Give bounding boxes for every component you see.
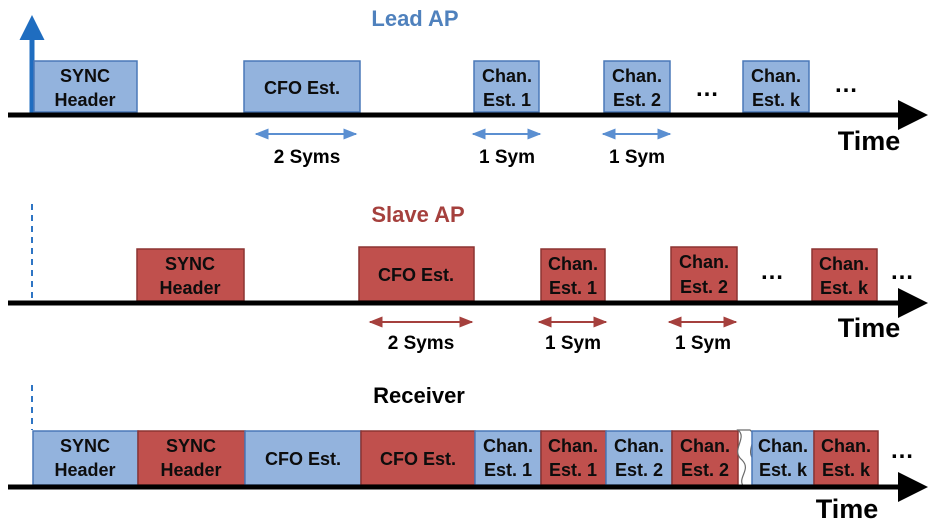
svg-text:SYNC: SYNC [166, 436, 216, 456]
lead-ap-sync-header-block: SYNC Header [33, 60, 138, 113]
svg-text:Est. 1: Est. 1 [483, 90, 531, 110]
lead-ap-chan-est-1-block: Chan. Est. 1 [473, 60, 540, 113]
svg-text:Chan.: Chan. [821, 436, 871, 456]
receiver-sync-header-lead-block: SYNC Header [32, 430, 139, 486]
receiver-title: Receiver [373, 383, 465, 408]
receiver-chan-est-1-lead-block: Chan. Est. 1 [474, 430, 542, 486]
svg-text:Est. k: Est. k [759, 460, 808, 480]
svg-text:Chan.: Chan. [548, 436, 598, 456]
svg-text:CFO Est.: CFO Est. [380, 449, 456, 469]
svg-text:Chan.: Chan. [679, 252, 729, 272]
svg-text:CFO Est.: CFO Est. [378, 265, 454, 285]
svg-text:Chan.: Chan. [483, 436, 533, 456]
receiver-chan-est-1-slave-block: Chan. Est. 1 [540, 430, 607, 486]
slave-ap-chan-est-1-block: Chan. Est. 1 [540, 248, 606, 302]
svg-text:SYNC: SYNC [60, 436, 110, 456]
slave-ap-chan-est-k-block: Chan. Est. k [811, 248, 878, 302]
lead-ap-ellipsis-1: … [695, 75, 719, 102]
svg-text:Chan.: Chan. [751, 66, 801, 86]
svg-text:Chan.: Chan. [482, 66, 532, 86]
slave-ap-ellipsis-1: … [760, 258, 784, 285]
svg-text:Header: Header [159, 278, 220, 298]
svg-text:CFO Est.: CFO Est. [265, 449, 341, 469]
lead-ap-chan-est-2-block: Chan. Est. 2 [603, 60, 671, 113]
svg-text:Chan.: Chan. [612, 66, 662, 86]
lead-ap-duration-label-chan1: 1 Sym [479, 147, 535, 168]
slave-ap-cfo-est-block: CFO Est. [358, 246, 475, 302]
receiver-chan-est-k-slave-block: Chan. Est. k [813, 430, 879, 486]
lead-ap-duration-label-cfo: 2 Syms [274, 147, 341, 168]
svg-text:Chan.: Chan. [548, 254, 598, 274]
svg-text:Est. 2: Est. 2 [680, 277, 728, 297]
svg-text:SYNC: SYNC [60, 66, 110, 86]
svg-text:CFO Est.: CFO Est. [264, 78, 340, 98]
svg-text:Est. 1: Est. 1 [549, 278, 597, 298]
svg-text:Chan.: Chan. [680, 436, 730, 456]
svg-text:Est. 1: Est. 1 [484, 460, 532, 480]
svg-text:Est. 1: Est. 1 [549, 460, 597, 480]
svg-text:SYNC: SYNC [165, 254, 215, 274]
lead-ap-time-label: Time [838, 126, 901, 156]
slave-ap-chan-est-2-block: Chan. Est. 2 [670, 246, 738, 302]
lead-ap-cfo-est-block: CFO Est. [243, 60, 361, 113]
svg-text:Est. k: Est. k [820, 278, 869, 298]
receiver-sync-header-slave-block: SYNC Header [137, 430, 246, 486]
lead-ap-ellipsis-2: … [834, 71, 858, 98]
svg-text:Chan.: Chan. [758, 436, 808, 456]
slave-ap-duration-label-chan2: 1 Sym [675, 333, 731, 354]
receiver-row: Receiver SYNC Header SYNC Header CFO Est… [8, 383, 928, 524]
slave-ap-time-label: Time [838, 313, 901, 343]
svg-text:Header: Header [54, 460, 115, 480]
receiver-ellipsis: … [890, 437, 914, 464]
svg-text:Header: Header [54, 90, 115, 110]
receiver-time-label: Time [816, 494, 879, 524]
receiver-cfo-est-slave-block: CFO Est. [360, 430, 476, 486]
lead-ap-title: Lead AP [371, 6, 458, 31]
svg-text:Est. k: Est. k [822, 460, 871, 480]
svg-text:Header: Header [160, 460, 221, 480]
svg-text:Est. 2: Est. 2 [615, 460, 663, 480]
svg-text:Chan.: Chan. [614, 436, 664, 456]
svg-text:Est. 2: Est. 2 [681, 460, 729, 480]
slave-ap-duration-label-cfo: 2 Syms [388, 333, 455, 354]
lead-ap-row: Lead AP SYNC Header CFO Est. Chan. Est. … [8, 6, 928, 168]
slave-ap-duration-label-chan1: 1 Sym [545, 333, 601, 354]
lead-ap-chan-est-k-block: Chan. Est. k [742, 60, 810, 113]
svg-text:Chan.: Chan. [819, 254, 869, 274]
slave-ap-row: Slave AP SYNC Header CFO Est. Chan. Est.… [8, 202, 928, 354]
receiver-chan-est-k-lead-block: Chan. Est. k [751, 430, 815, 486]
svg-text:Est. k: Est. k [752, 90, 801, 110]
svg-text:Est. 2: Est. 2 [613, 90, 661, 110]
slave-ap-ellipsis-2: … [890, 258, 914, 285]
lead-ap-duration-label-chan2: 1 Sym [609, 147, 665, 168]
receiver-cfo-est-lead-block: CFO Est. [244, 430, 362, 486]
receiver-chan-est-2-slave-block: Chan. Est. 2 [671, 430, 739, 486]
receiver-chan-est-2-lead-block: Chan. Est. 2 [605, 430, 673, 486]
slave-ap-sync-header-block: SYNC Header [136, 248, 245, 302]
slave-ap-title: Slave AP [371, 202, 464, 227]
